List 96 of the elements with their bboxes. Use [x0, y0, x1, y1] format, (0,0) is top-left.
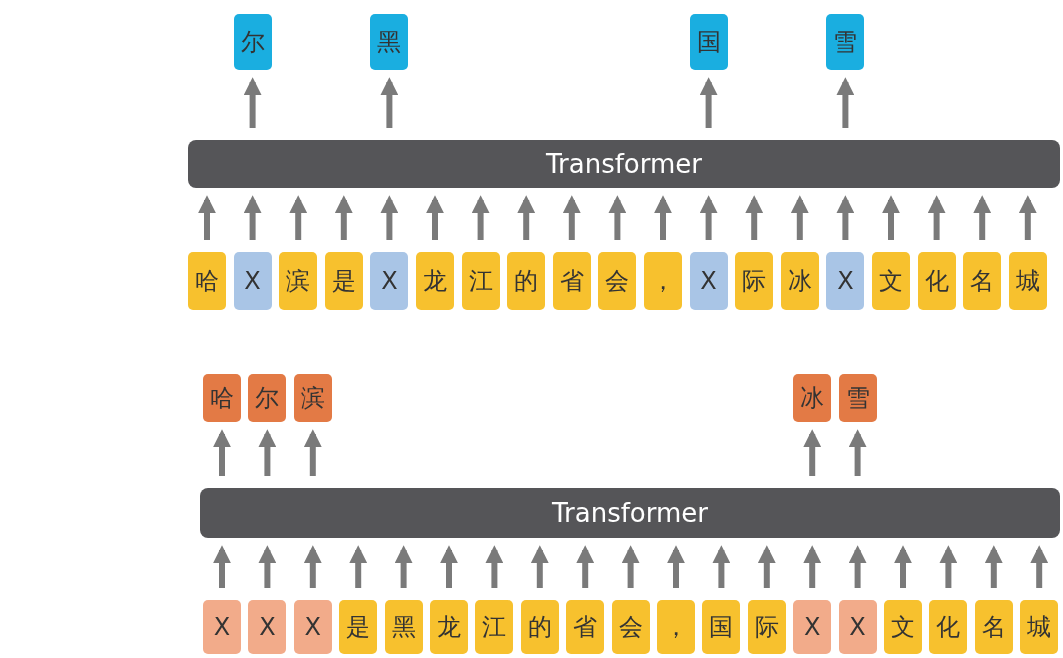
- transformer-bar: Transformer: [188, 140, 1060, 188]
- arrow: [258, 545, 277, 588]
- arrow: [394, 545, 413, 588]
- arrow: [243, 77, 262, 128]
- arrow: [667, 545, 685, 588]
- token-tile: X: [689, 252, 728, 310]
- token-tile: X: [293, 600, 332, 654]
- token-tile: 哈: [188, 252, 226, 310]
- arrow: [848, 429, 867, 476]
- token-tile: 际: [747, 600, 786, 654]
- token-tile: 雪: [838, 374, 877, 422]
- token-tile: X: [793, 600, 832, 654]
- arrow: [530, 545, 549, 588]
- arrow: [848, 545, 867, 588]
- token-tile: 黑: [370, 14, 409, 70]
- token-tile: ，: [644, 252, 682, 310]
- arrow: [973, 195, 992, 240]
- arrow: [213, 545, 231, 588]
- arrow: [303, 429, 322, 476]
- arrow: [621, 545, 640, 588]
- arrow: [198, 195, 216, 240]
- token-tile: 城: [1020, 600, 1059, 654]
- token-tile: X: [248, 600, 287, 654]
- arrow: [471, 195, 490, 240]
- arrow: [258, 429, 277, 476]
- token-tile: 名: [974, 600, 1013, 654]
- token-tile: 雪: [826, 14, 865, 70]
- arrow: [939, 545, 958, 588]
- arrow: [654, 195, 672, 240]
- transformer-bar: Transformer: [200, 488, 1060, 538]
- arrow: [485, 545, 504, 588]
- token-tile: 城: [1008, 252, 1047, 310]
- arrow: [882, 195, 900, 240]
- token-tile: 哈: [203, 374, 241, 422]
- token-tile: 尔: [248, 374, 287, 422]
- arrow: [243, 195, 262, 240]
- arrow: [927, 195, 946, 240]
- token-tile: 会: [611, 600, 650, 654]
- token-tile: 江: [475, 600, 514, 654]
- token-tile: 黑: [384, 600, 423, 654]
- arrow: [562, 195, 581, 240]
- token-tile: 际: [735, 252, 774, 310]
- token-tile: 冰: [793, 374, 832, 422]
- token-tile: 是: [324, 252, 363, 310]
- token-tile: X: [838, 600, 877, 654]
- token-tile: 省: [566, 600, 605, 654]
- arrow: [699, 77, 718, 128]
- arrow: [334, 195, 353, 240]
- token-tile: 江: [461, 252, 500, 310]
- arrow: [426, 195, 444, 240]
- arrow: [699, 195, 718, 240]
- token-tile: 化: [929, 600, 968, 654]
- token-tile: 是: [339, 600, 378, 654]
- arrow: [1018, 195, 1037, 240]
- arrow: [745, 195, 764, 240]
- token-tile: 滨: [279, 252, 318, 310]
- token-tile: 国: [702, 600, 741, 654]
- token-tile: X: [203, 600, 241, 654]
- arrow: [380, 77, 399, 128]
- arrow: [984, 545, 1003, 588]
- arrow: [213, 429, 231, 476]
- arrow: [1030, 545, 1049, 588]
- arrow: [380, 195, 399, 240]
- token-tile: 的: [507, 252, 546, 310]
- arrow: [803, 429, 822, 476]
- token-tile: X: [370, 252, 409, 310]
- arrow: [803, 545, 822, 588]
- token-tile: 文: [884, 600, 922, 654]
- token-tile: 的: [520, 600, 559, 654]
- token-tile: 冰: [780, 252, 819, 310]
- arrow: [836, 77, 855, 128]
- arrow: [757, 545, 776, 588]
- token-tile: 尔: [233, 14, 272, 70]
- arrow: [712, 545, 731, 588]
- arrow: [894, 545, 912, 588]
- token-tile: X: [826, 252, 865, 310]
- token-tile: ，: [657, 600, 695, 654]
- token-tile: 省: [552, 252, 591, 310]
- arrow: [836, 195, 855, 240]
- arrow: [349, 545, 368, 588]
- token-tile: X: [233, 252, 272, 310]
- token-tile: 龙: [416, 252, 454, 310]
- arrow: [303, 545, 322, 588]
- arrow: [289, 195, 308, 240]
- token-tile: 滨: [293, 374, 332, 422]
- token-tile: 国: [689, 14, 728, 70]
- token-tile: 文: [872, 252, 910, 310]
- token-tile: 名: [963, 252, 1002, 310]
- arrow: [440, 545, 458, 588]
- token-tile: 龙: [430, 600, 468, 654]
- arrow: [517, 195, 536, 240]
- token-tile: 化: [917, 252, 956, 310]
- token-tile: 会: [598, 252, 637, 310]
- arrow: [608, 195, 627, 240]
- arrow: [790, 195, 809, 240]
- arrow: [576, 545, 595, 588]
